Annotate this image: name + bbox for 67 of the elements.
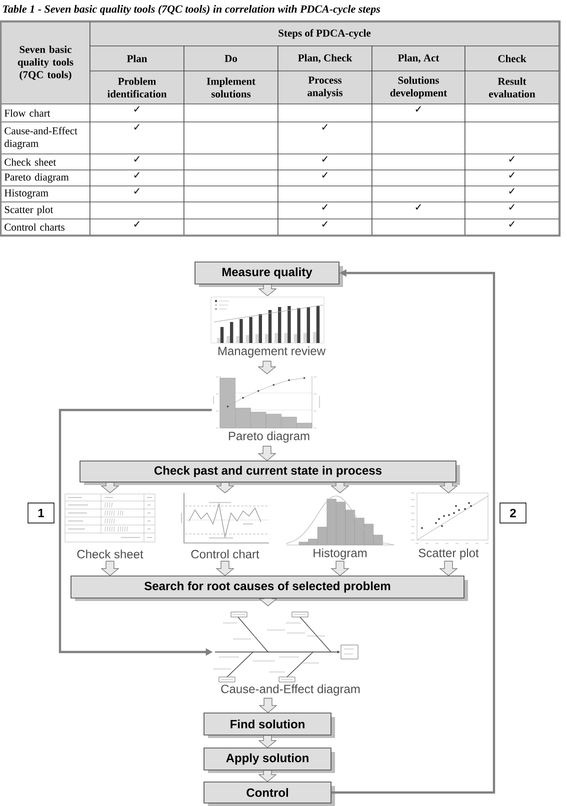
block-arrow [258, 446, 276, 461]
edge-label: 2 [500, 502, 526, 524]
table-cell: ✓ [464, 186, 560, 202]
header-cell: Problem identification [90, 70, 184, 104]
table-cell: ✓ [464, 170, 560, 186]
node-label: Pareto diagram [228, 431, 310, 443]
table-cell: ✓ [90, 104, 184, 122]
node-label: Control chart [191, 550, 260, 558]
block-arrow [258, 284, 277, 296]
table-cell: Pareto diagram [0, 170, 90, 186]
header-cell: Result evaluation [464, 70, 560, 104]
header-cell: Plan, Act [372, 46, 466, 72]
block-arrow [258, 770, 277, 782]
header-cell: Implement solutions [184, 70, 278, 104]
header-cell: Do [184, 46, 278, 72]
table-cell: ✓ [278, 122, 372, 154]
table-cell: ✓ [90, 170, 184, 186]
block-arrow [258, 598, 278, 606]
table-cell: Control charts [0, 218, 90, 236]
header-cell: Check [464, 46, 560, 72]
process-box: Apply solution [204, 748, 335, 773]
table-cell: Scatter plot [0, 202, 90, 220]
block-arrow [216, 482, 234, 494]
node-label: Management review [218, 346, 326, 358]
edge-label: 1 [28, 502, 54, 524]
node-label: Histogram [314, 548, 367, 560]
block-arrow [216, 560, 234, 576]
block-arrow [439, 482, 458, 494]
node-label: Scatter plot [418, 548, 479, 560]
table-cell: ✓ [278, 202, 372, 220]
table-cell: ✓ [90, 154, 184, 170]
block-arrow [330, 482, 350, 494]
table-cell: Flow chart [0, 104, 90, 122]
block-arrow [439, 560, 458, 576]
node-label: Cause-and-Effect diagram [221, 684, 360, 696]
table-cell: ✓ [278, 170, 372, 186]
block-arrow [330, 560, 350, 576]
block-arrow [258, 360, 276, 374]
process-box: Search for root causes of selected problem [70, 576, 468, 601]
block-arrow [258, 735, 277, 748]
header-cell: Solutions development [372, 70, 466, 104]
header-cell: Plan [90, 46, 184, 72]
process-box: Check past and current state in process [80, 460, 460, 485]
table-cell: ✓ [278, 218, 372, 236]
table-cell: Cause-and-Effect diagram [0, 122, 90, 154]
node-label: Check sheet [77, 550, 144, 558]
process-box: Find solution [204, 712, 335, 738]
table-cell: ✓ [464, 154, 560, 170]
table-title: Table 1 - Seven basic quality tools (7QC tools) in correlation with PDCA-cycle steps [3, 5, 380, 15]
table-cell: Histogram [0, 186, 90, 202]
header-cell: Process analysis [278, 70, 372, 104]
table-cell: ✓ [90, 218, 184, 236]
block-arrow [258, 698, 278, 713]
process-box: Control [204, 782, 335, 806]
header-cell: Plan, Check [278, 46, 372, 72]
table-cell: ✓ [372, 104, 466, 122]
table-cell: ✓ [464, 218, 560, 236]
table-cell: ✓ [90, 186, 184, 202]
header-cell: Seven basic quality tools (7QC tools) [0, 22, 90, 104]
table-cell: ✓ [278, 154, 372, 170]
process-box: Measure quality [194, 262, 343, 287]
block-arrow [100, 560, 120, 576]
block-arrow [100, 482, 120, 494]
table-cell: Check sheet [0, 154, 90, 170]
table-cell: ✓ [90, 122, 184, 154]
table-cell: ✓ [464, 202, 560, 220]
table-cell: ✓ [372, 202, 466, 220]
